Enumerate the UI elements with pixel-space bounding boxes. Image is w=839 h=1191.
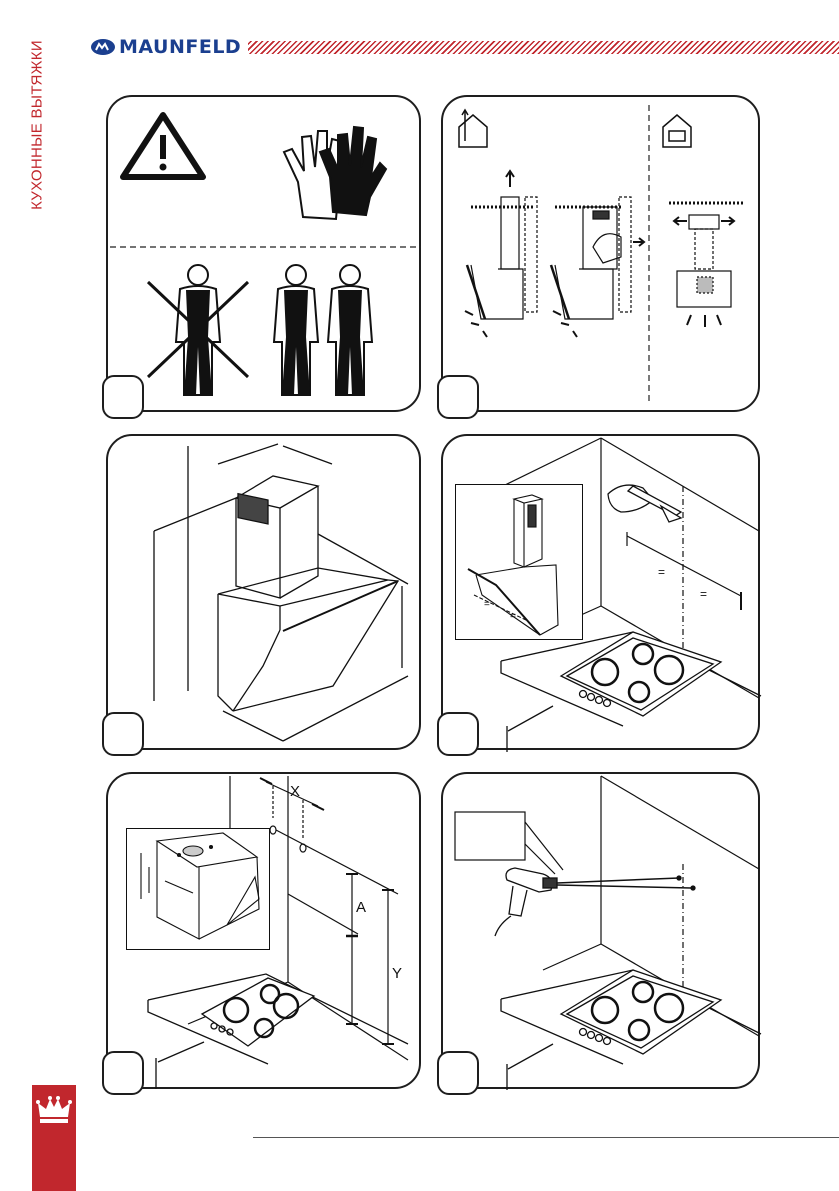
inset-art: = = <box>456 485 582 639</box>
step-number-box <box>102 712 144 756</box>
panel-height: X A Y <box>106 772 421 1089</box>
brand: MAUNFELD <box>90 36 241 58</box>
panel-marking: = = <box>441 434 760 750</box>
step-number-box <box>437 375 479 419</box>
inset-art <box>127 829 269 949</box>
crossed-out-person-icon <box>148 265 248 395</box>
label-x: X <box>290 783 300 800</box>
brand-name: MAUNFELD <box>119 36 241 58</box>
hood-dimensions-drawing <box>108 436 423 752</box>
step-number-box <box>437 712 479 756</box>
house-exhaust-icon <box>459 110 487 147</box>
hand-pencil-icon <box>608 485 681 522</box>
side-title-text: КУХОННЫЕ ВЫТЯЖКИ <box>29 40 46 210</box>
svg-text:=: = <box>484 599 490 610</box>
panel-drilling <box>441 772 760 1089</box>
panel-dimensions <box>106 434 421 750</box>
step-number-box <box>102 375 144 419</box>
panel-modes <box>441 95 760 412</box>
hob-icon <box>148 974 408 1089</box>
drilling-illustration <box>443 774 762 1091</box>
svg-text:=: = <box>510 611 516 622</box>
svg-text:=: = <box>700 587 707 601</box>
hob-icon <box>501 970 761 1090</box>
label-a: A <box>356 899 366 916</box>
gloves-icon <box>284 127 386 219</box>
hood-inset-drawing <box>126 828 270 950</box>
crown-icon <box>32 1091 76 1131</box>
header-hatch-band <box>248 41 839 54</box>
step-number-box <box>102 1051 144 1095</box>
footer-line <box>253 1137 839 1138</box>
drill-icon <box>495 868 695 936</box>
side-title: КУХОННЫЕ ВЫТЯЖКИ <box>20 40 54 210</box>
panel-safety <box>106 95 421 412</box>
svg-text:=: = <box>658 565 665 579</box>
warning-icon <box>123 115 203 177</box>
maunfeld-logo-icon <box>90 38 116 56</box>
crown-bar <box>32 1085 76 1191</box>
modes-illustration <box>443 97 762 414</box>
hob-icon <box>501 632 761 752</box>
hood-inset-drawing: = = <box>455 484 583 640</box>
label-y: Y <box>392 965 402 982</box>
step-number-box <box>437 1051 479 1095</box>
house-recirculation-icon <box>663 115 691 147</box>
safety-illustration <box>108 97 423 414</box>
two-people-icon <box>274 265 372 395</box>
